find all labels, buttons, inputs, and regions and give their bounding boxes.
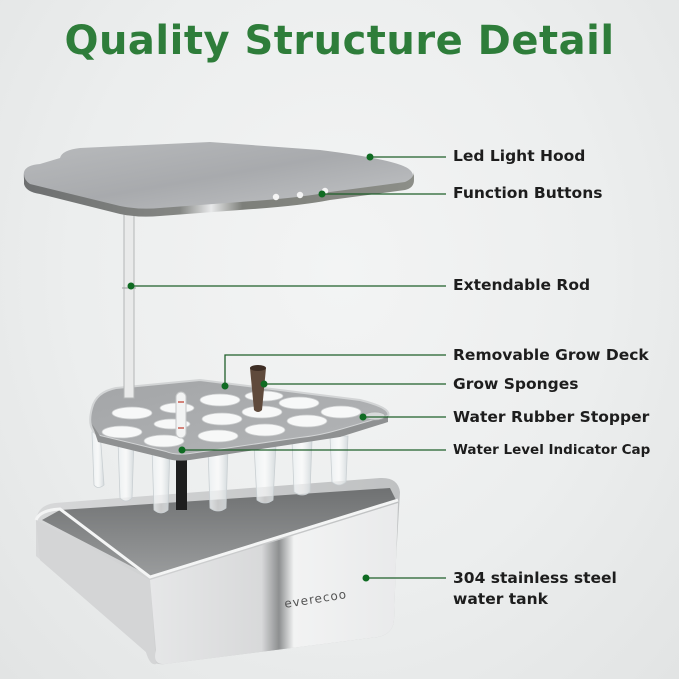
power-icon: [272, 193, 280, 201]
grow-deck: [89, 365, 390, 461]
plant-icon: [296, 191, 304, 199]
callout-grow-sponges: Grow Sponges: [453, 375, 579, 393]
grow-cups: [91, 431, 349, 514]
page-title: Quality Structure Detail: [64, 18, 615, 64]
callout-extendable-rod: Extendable Rod: [453, 276, 591, 294]
callout-led-light-hood: Led Light Hood: [453, 147, 586, 165]
callout-function-buttons: Function Buttons: [453, 184, 603, 202]
water-rubber-stopper: [364, 411, 386, 421]
callout-water-level-indicator-cap: Water Level Indicator Cap: [453, 442, 651, 458]
grow-sponge: [250, 366, 266, 412]
callout-water-tank-line2: water tank: [453, 590, 548, 608]
callout-water-tank: 304 stainless steel water tank: [453, 568, 617, 610]
leader-lines: [131, 156, 446, 579]
callout-water-rubber-stopper: Water Rubber Stopper: [453, 408, 650, 426]
led-light-hood: [23, 142, 414, 217]
water-level-indicator: [175, 391, 187, 439]
leader-dots: [127, 153, 374, 582]
water-tank: [34, 477, 400, 665]
callout-removable-grow-deck: Removable Grow Deck: [453, 346, 649, 364]
callout-water-tank-line1: 304 stainless steel: [453, 569, 617, 587]
extendable-rod: [122, 209, 136, 399]
